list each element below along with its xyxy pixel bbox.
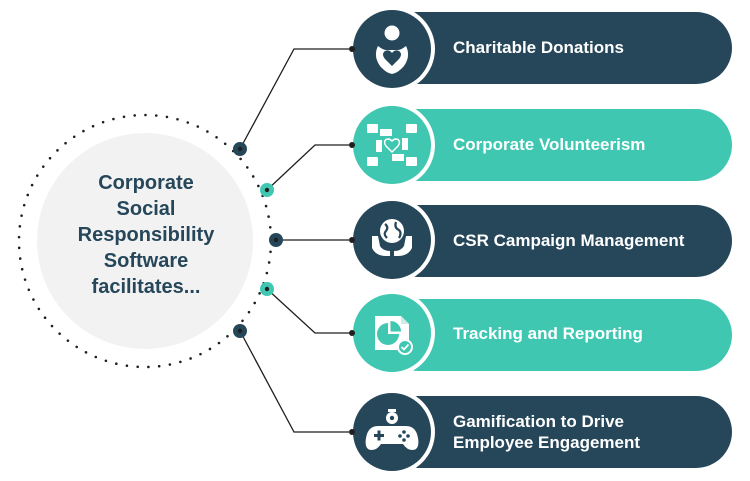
item-pill-4 (382, 299, 732, 371)
hands-globe-icon (372, 219, 412, 256)
center-circle (37, 133, 253, 349)
item-pill-1 (382, 12, 732, 84)
item-label-gamification: Gamification to Drive Employee Engagemen… (453, 412, 641, 452)
hands-heart-icon (375, 25, 409, 74)
connector-line-4 (266, 288, 352, 334)
connectors (239, 48, 352, 433)
item-label-csr-campaign-management: CSR Campaign Management (453, 231, 685, 250)
connector-line-2 (266, 144, 352, 191)
item-pill-2 (382, 109, 732, 181)
item-label-corporate-volunteerism: Corporate Volunteerism (453, 135, 646, 154)
center-title: Corporate Social Responsibility Software… (77, 172, 215, 298)
item-pill-3 (382, 205, 732, 277)
icon-circle-1 (353, 10, 431, 88)
joined-hands-heart-icon (367, 124, 417, 166)
connector-nodes (233, 142, 283, 338)
item-pill-5 (382, 396, 732, 468)
connector-line-5 (239, 330, 352, 433)
connector-line-1 (239, 48, 352, 150)
gamepad-icon (365, 409, 419, 450)
report-pie-check-icon (375, 316, 413, 355)
item-label-charitable-donations: Charitable Donations (453, 38, 624, 57)
item-label-tracking-and-reporting: Tracking and Reporting (453, 324, 643, 343)
